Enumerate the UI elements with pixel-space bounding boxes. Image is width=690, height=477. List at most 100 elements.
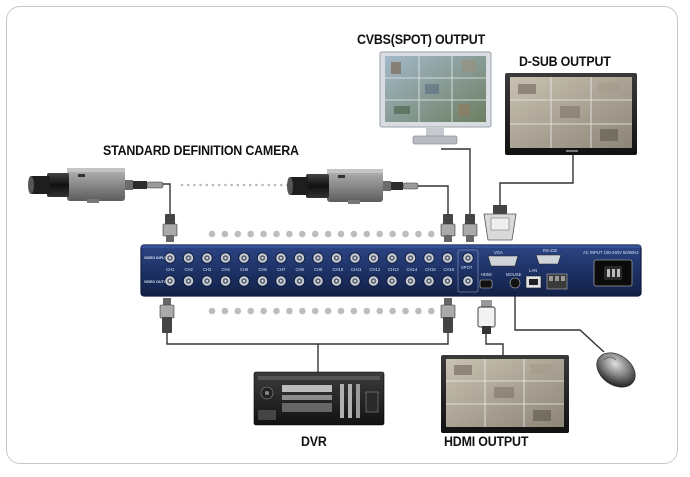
camera-link-dot xyxy=(230,183,233,187)
bottom-row-dot xyxy=(260,307,267,315)
channel-label: CH12 xyxy=(370,267,381,272)
panel-hdmi-label: HDMI xyxy=(481,272,492,277)
bnc-input-jack xyxy=(164,252,176,264)
bnc-output-jack xyxy=(367,275,380,287)
bnc-input-jack xyxy=(238,252,250,264)
bnc-input-jack xyxy=(386,252,398,264)
bnc-spot-jack xyxy=(462,252,474,264)
top-row-dot xyxy=(221,230,229,238)
camera-link-dot xyxy=(224,183,227,187)
bottom-row-dot xyxy=(234,307,242,315)
camera-link-dot xyxy=(217,183,221,187)
bnc-output-jack xyxy=(404,275,417,287)
bnc-output-jack xyxy=(386,275,398,287)
camera-link-dot xyxy=(267,183,271,187)
bottom-row-dot xyxy=(299,307,306,315)
bnc-output-jack xyxy=(293,275,306,287)
bnc-input-jack xyxy=(330,252,343,264)
cable-spot xyxy=(441,148,471,217)
mouse xyxy=(596,352,636,388)
cable-camera1 xyxy=(163,183,171,217)
bottom-row-dot xyxy=(415,307,422,315)
cable-mouse xyxy=(514,285,605,353)
top-row-dot xyxy=(324,230,332,238)
bnc-plugs-top xyxy=(162,214,478,242)
top-row-dot xyxy=(337,230,345,238)
panel-spot-label: SPOT xyxy=(461,265,473,270)
bnc-output-jack xyxy=(349,275,361,287)
camera-1 xyxy=(28,168,164,203)
top-row-dot xyxy=(402,230,409,238)
bnc-output-jack xyxy=(330,275,343,287)
bnc-spot-jack-2 xyxy=(462,275,474,287)
camera-link-dot xyxy=(180,183,184,187)
channel-label: CH2 xyxy=(185,267,194,272)
channel-label: CH13 xyxy=(388,267,399,272)
bottom-row-dot xyxy=(273,307,280,315)
camera-link-dot xyxy=(236,183,240,187)
panel-vga-label: VGA xyxy=(494,250,503,255)
channel-label: CH10 xyxy=(333,267,344,272)
bottom-row-dot xyxy=(286,307,293,315)
bnc-output-jack xyxy=(201,275,213,287)
bottom-row-dot xyxy=(247,307,254,315)
bnc-output-jack xyxy=(423,275,435,287)
panel-lan-label: LAN xyxy=(529,268,537,273)
dsub-monitor xyxy=(505,73,637,155)
bottom-row-dot xyxy=(376,307,384,315)
cable-dsub xyxy=(499,155,574,210)
bottom-row-dot xyxy=(221,307,229,315)
top-row-dot xyxy=(234,230,242,238)
camera-link-dot xyxy=(211,183,215,187)
camera-link-dot xyxy=(273,183,277,187)
channel-label: CH11 xyxy=(351,267,362,272)
bnc-input-jack xyxy=(293,252,306,264)
bnc-output-jack xyxy=(219,275,232,287)
bnc-input-jack xyxy=(312,252,324,264)
camera-2 xyxy=(287,169,419,204)
channel-label: CH3 xyxy=(203,267,212,272)
cvbs-output-label: CVBS(SPOT) OUTPUT xyxy=(357,32,485,47)
bottom-row-dot xyxy=(350,307,358,315)
bnc-input-jack xyxy=(182,252,195,264)
bottom-row-dot xyxy=(389,307,396,315)
bnc-output-jack xyxy=(164,275,176,287)
bnc-output-jack xyxy=(312,275,324,287)
bnc-input-jack xyxy=(256,252,269,264)
dotted-link-cameras xyxy=(180,183,289,187)
top-row-dot xyxy=(376,230,384,238)
top-row-dot xyxy=(273,230,280,238)
bnc-input-jack xyxy=(275,252,287,264)
bnc-input-jack xyxy=(441,252,454,264)
bnc-output-jack xyxy=(441,275,454,287)
top-row-dot xyxy=(286,230,293,238)
camera-link-dot xyxy=(261,183,264,187)
channel-label: CH14 xyxy=(407,267,418,272)
bnc-plugs-bottom xyxy=(159,298,456,333)
top-row-dot xyxy=(350,230,358,238)
camera-link-dot xyxy=(255,183,258,187)
camera-link-dot xyxy=(193,183,196,187)
panel-hdmi-port: HDMI xyxy=(479,272,493,289)
panel-vga-port: VGA xyxy=(487,250,519,267)
bnc-input-jack xyxy=(367,252,380,264)
camera-link-dot xyxy=(199,183,202,187)
panel-rs232-label: RS-232 xyxy=(543,248,558,253)
bottom-row-dot xyxy=(428,307,435,315)
channel-label: CH8 xyxy=(296,267,305,272)
top-row-dot xyxy=(311,230,319,238)
bottom-row-dot xyxy=(324,307,332,315)
bnc-input-jack xyxy=(219,252,232,264)
panel-mouse-label: MOUSE xyxy=(506,272,522,277)
channel-label: CH1 xyxy=(166,267,175,272)
dotted-row-top xyxy=(208,230,448,238)
bnc-output-jack xyxy=(238,275,250,287)
panel-video-input-label: VIDEO INPUT xyxy=(144,256,168,260)
top-row-dot xyxy=(363,230,371,238)
bottom-row-dot xyxy=(337,307,345,315)
camera-link-dot xyxy=(205,183,209,187)
spot-monitor-screen-grid xyxy=(385,56,486,122)
dvr-unit xyxy=(253,371,385,426)
